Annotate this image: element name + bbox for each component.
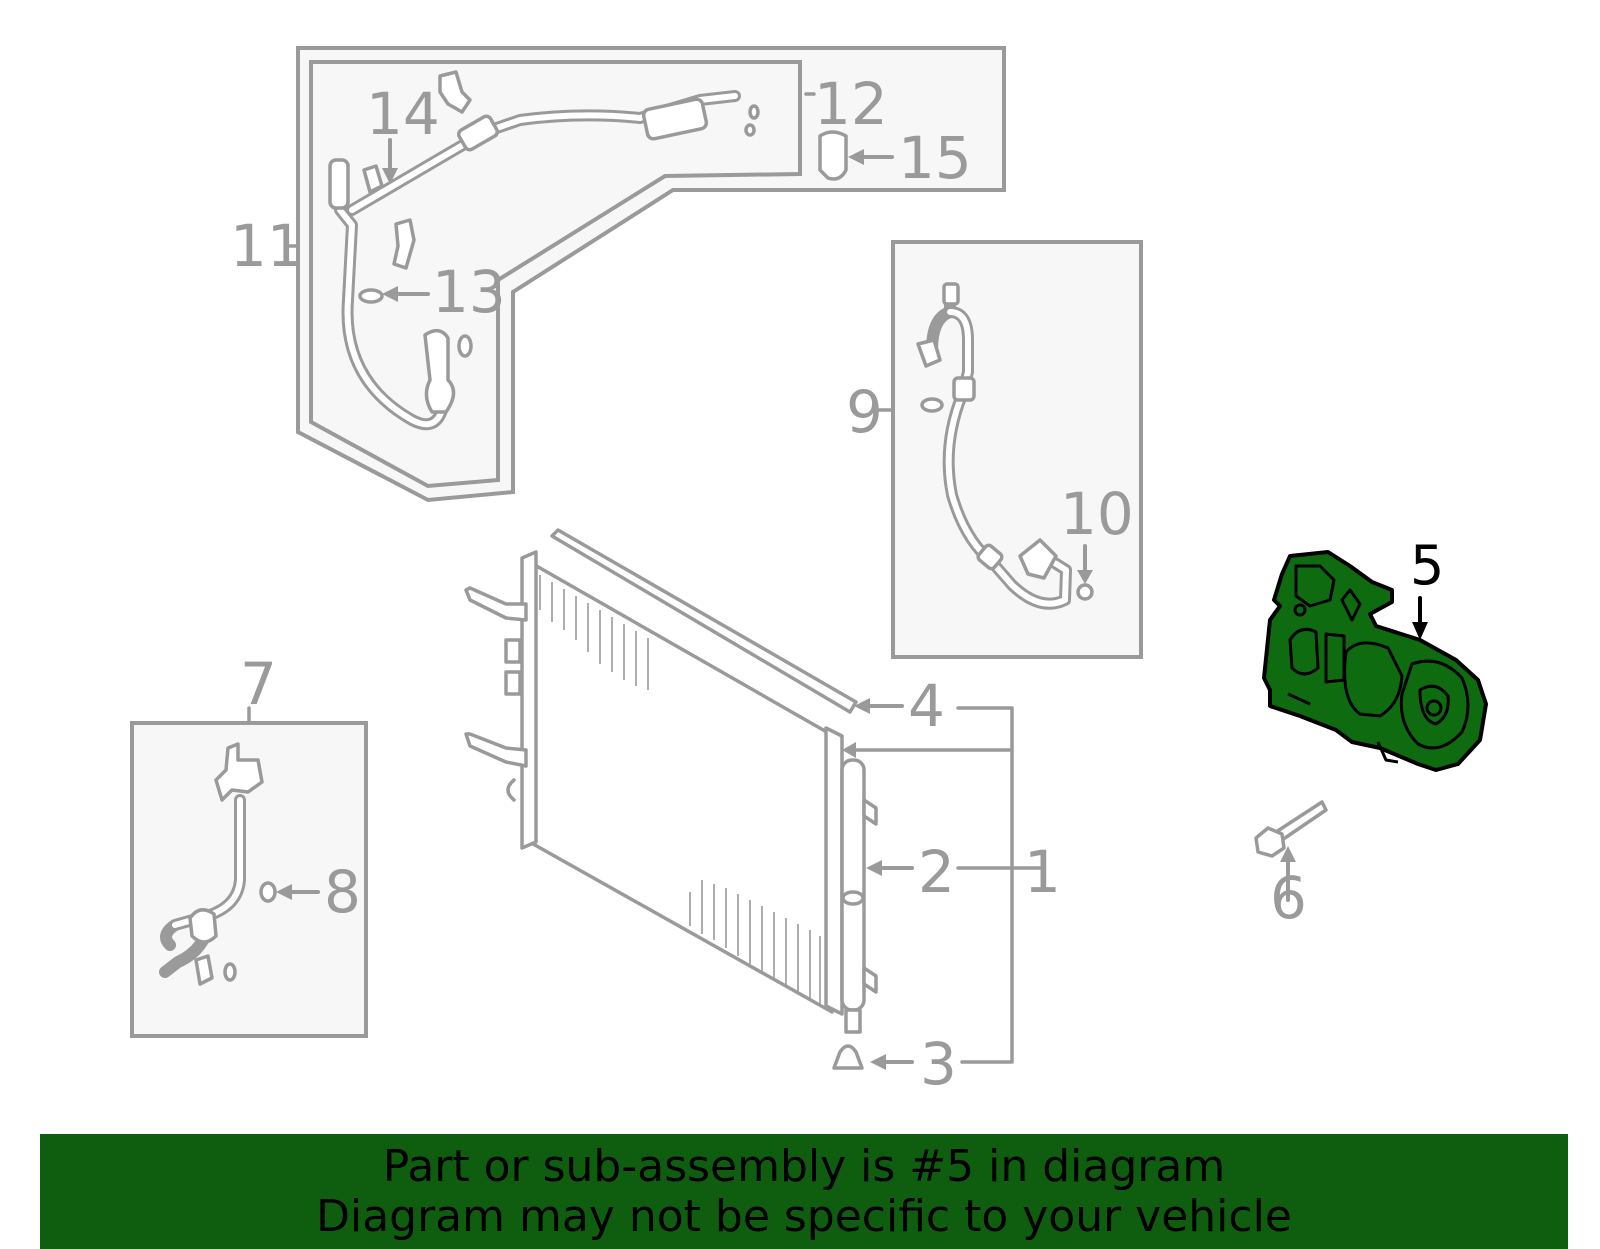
arrowhead-8 (276, 884, 292, 900)
arrowhead-5 (1412, 622, 1428, 640)
arrowhead-13 (382, 286, 398, 302)
arrowhead-15 (848, 149, 864, 165)
o-ring-13 (358, 288, 384, 304)
bracket-14-top (438, 70, 472, 114)
bracket-lower-left (464, 732, 528, 768)
fitting-9-bottom (1018, 538, 1058, 580)
compressor-5[interactable] (1262, 550, 1488, 772)
callout-6: 6 (1270, 864, 1307, 932)
condenser-fins (539, 575, 821, 1006)
bolt-6 (1254, 800, 1328, 902)
bracket-upper-left (464, 586, 528, 622)
clip-left-b (504, 670, 522, 696)
banner-line-2: Diagram may not be specific to your vehi… (316, 1190, 1292, 1242)
callout-3: 3 (920, 1030, 957, 1098)
fitting-7-block (188, 908, 218, 944)
o-ring-10 (1076, 583, 1094, 601)
condenser-right-tank (824, 726, 844, 1016)
clip-14 (362, 164, 384, 194)
callout-4: 4 (908, 672, 945, 740)
arrowhead-10 (1077, 570, 1093, 584)
compressor-port-a (1425, 699, 1443, 717)
group-9-liquid-line (876, 240, 1143, 659)
drier-neck (844, 1008, 862, 1034)
arrowhead-1-condenser (842, 742, 856, 758)
banner-line-1: Part or sub-assembly is #5 in diagram (382, 1140, 1226, 1192)
callout-11: 11 (230, 212, 304, 280)
drier-cap (841, 890, 865, 906)
callout-9: 9 (846, 378, 883, 446)
callout-8: 8 (324, 858, 361, 926)
bracket-11-side (392, 218, 416, 270)
fitting-7-bottom (194, 954, 214, 986)
callout-7: 7 (240, 650, 277, 718)
bracket-right-a (862, 798, 878, 826)
compressor-port-b (1293, 603, 1307, 617)
arrowhead-14 (382, 168, 398, 184)
coupling-9 (952, 376, 976, 402)
fitting-11-top (328, 158, 350, 210)
o-ring-12-a (748, 104, 760, 120)
callout-10: 10 (1060, 480, 1134, 548)
arrowhead-2 (866, 860, 882, 876)
o-ring-8 (259, 881, 277, 903)
callout-15: 15 (898, 124, 972, 192)
hose-11-inner (337, 172, 445, 428)
group-11-hose-assembly (288, 46, 1006, 503)
callout-5[interactable]: 5 (1410, 534, 1444, 597)
group-1-condenser (464, 528, 1042, 1070)
callout-13: 13 (432, 258, 506, 326)
coupling-9-low (976, 543, 1004, 571)
callout-2: 2 (918, 838, 955, 906)
hook-left (506, 778, 516, 802)
fitting-11-bottom (423, 328, 456, 414)
fitting-7-top (214, 742, 264, 802)
bracket-right-b (862, 966, 878, 994)
arrowhead-4 (854, 698, 870, 714)
arrowhead-3 (870, 1054, 886, 1070)
callout-14: 14 (366, 80, 440, 148)
o-ring-9 (920, 397, 944, 413)
valve-cap-15 (818, 130, 848, 181)
cap-3 (832, 1044, 864, 1070)
clip-left-a (504, 638, 522, 664)
group-7-line (130, 706, 368, 1038)
receiver-drier-2 (840, 758, 866, 1012)
arrowhead-6 (1280, 846, 1296, 862)
fitting-12-end (641, 97, 709, 141)
fitting-9-top (942, 282, 960, 306)
seal-strip-4 (550, 528, 858, 714)
o-ring-7 (223, 962, 237, 982)
hose-9-inner (945, 309, 1069, 607)
callout-1: 1 (1024, 838, 1061, 906)
o-ring-12-b (744, 123, 756, 137)
fitting-12-mid (456, 114, 500, 152)
leader-bracket-1 (850, 706, 1042, 1064)
hose-12-inner (349, 93, 738, 213)
callout-12: 12 (814, 70, 888, 138)
condenser-left-tank (520, 550, 538, 850)
info-banner: Part or sub-assembly is #5 in diagram Di… (40, 1134, 1568, 1249)
o-ring-11 (457, 334, 473, 358)
bracket-9 (916, 338, 942, 368)
compressor-details (1287, 564, 1470, 764)
bolt-head (1254, 826, 1286, 858)
